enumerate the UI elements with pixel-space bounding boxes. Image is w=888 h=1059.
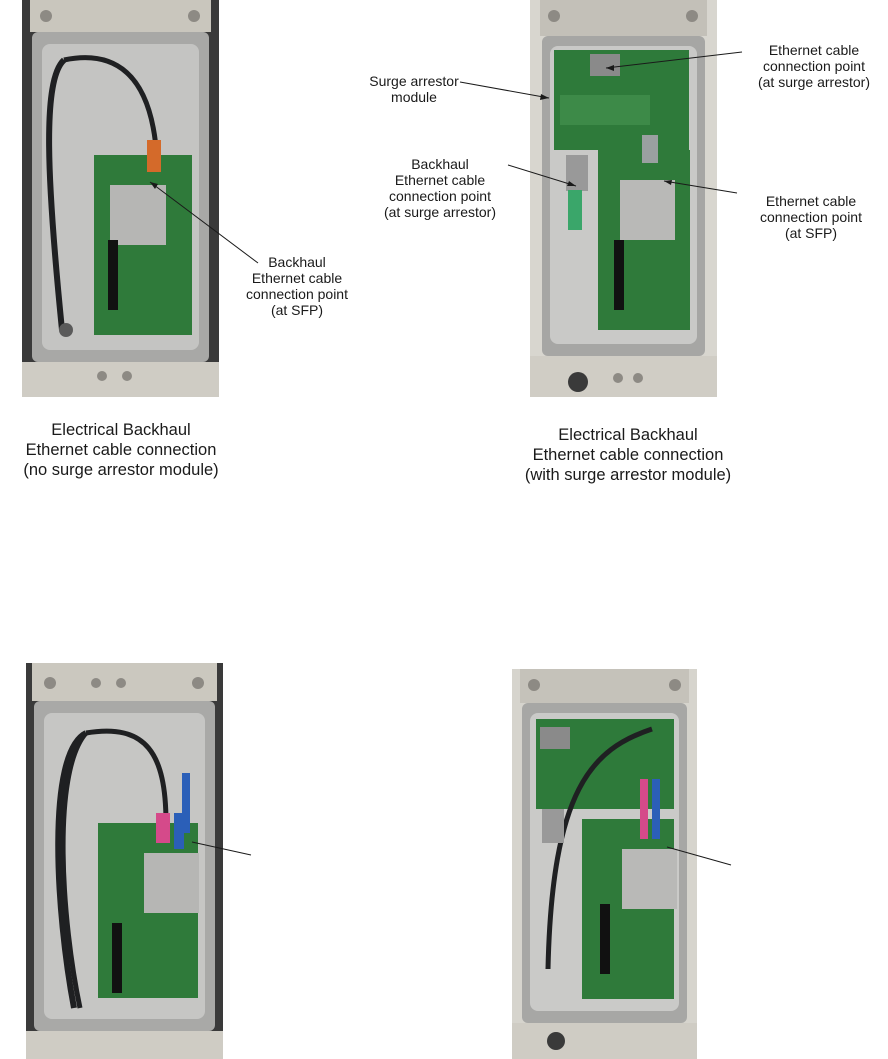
photo-enclosure-optical-with-surge-arrestor xyxy=(512,669,697,1059)
callout-line: Backhaul xyxy=(411,156,469,172)
callout-line: Ethernet cable xyxy=(394,172,486,188)
callout-line: Ethernet cable xyxy=(251,270,343,286)
callout-surge-arrestor-module: Surge arrestor module xyxy=(362,73,466,105)
callout-line: Surge arrestor xyxy=(369,73,459,89)
callout-line: Backhaul xyxy=(268,254,326,270)
caption-with-surge-arrestor: Electrical Backhaul Ethernet cable conne… xyxy=(497,425,759,485)
photo-enclosure-with-surge-arrestor xyxy=(530,0,717,397)
caption-no-surge-arrestor: Electrical Backhaul Ethernet cable conne… xyxy=(0,420,242,480)
callout-line: connection point xyxy=(389,188,491,204)
callout-line: (at SFP) xyxy=(784,225,838,241)
callout-line: (at surge arrestor) xyxy=(383,204,497,220)
photo-enclosure-no-surge-arrestor xyxy=(22,0,219,397)
callout-line: Ethernet cable xyxy=(768,42,860,58)
callout-line: Ethernet cable xyxy=(765,193,857,209)
caption-line: Electrical Backhaul xyxy=(558,426,698,444)
caption-line: Electrical Backhaul xyxy=(51,421,191,439)
callout-line: module xyxy=(391,89,437,105)
callout-ethernet-at-surge-arrestor: Ethernet cable connection point (at surg… xyxy=(743,42,885,90)
caption-line: Ethernet cable connection xyxy=(25,441,217,459)
caption-line: Ethernet cable connection xyxy=(532,446,724,464)
caption-line: (with surge arrestor module) xyxy=(524,466,732,484)
callout-line: connection point xyxy=(246,286,348,302)
callout-line: connection point xyxy=(760,209,862,225)
caption-line: (no surge arrestor module) xyxy=(23,461,219,479)
callout-line: (at surge arrestor) xyxy=(757,74,871,90)
callout-backhaul-at-sfp: Backhaul Ethernet cable connection point… xyxy=(230,254,364,318)
callout-line: (at SFP) xyxy=(270,302,324,318)
photo-enclosure-optical-no-surge-arrestor xyxy=(26,663,223,1059)
callout-line: connection point xyxy=(763,58,865,74)
callout-ethernet-at-sfp: Ethernet cable connection point (at SFP) xyxy=(740,193,882,241)
callout-backhaul-at-surge-arrestor: Backhaul Ethernet cable connection point… xyxy=(372,156,508,220)
